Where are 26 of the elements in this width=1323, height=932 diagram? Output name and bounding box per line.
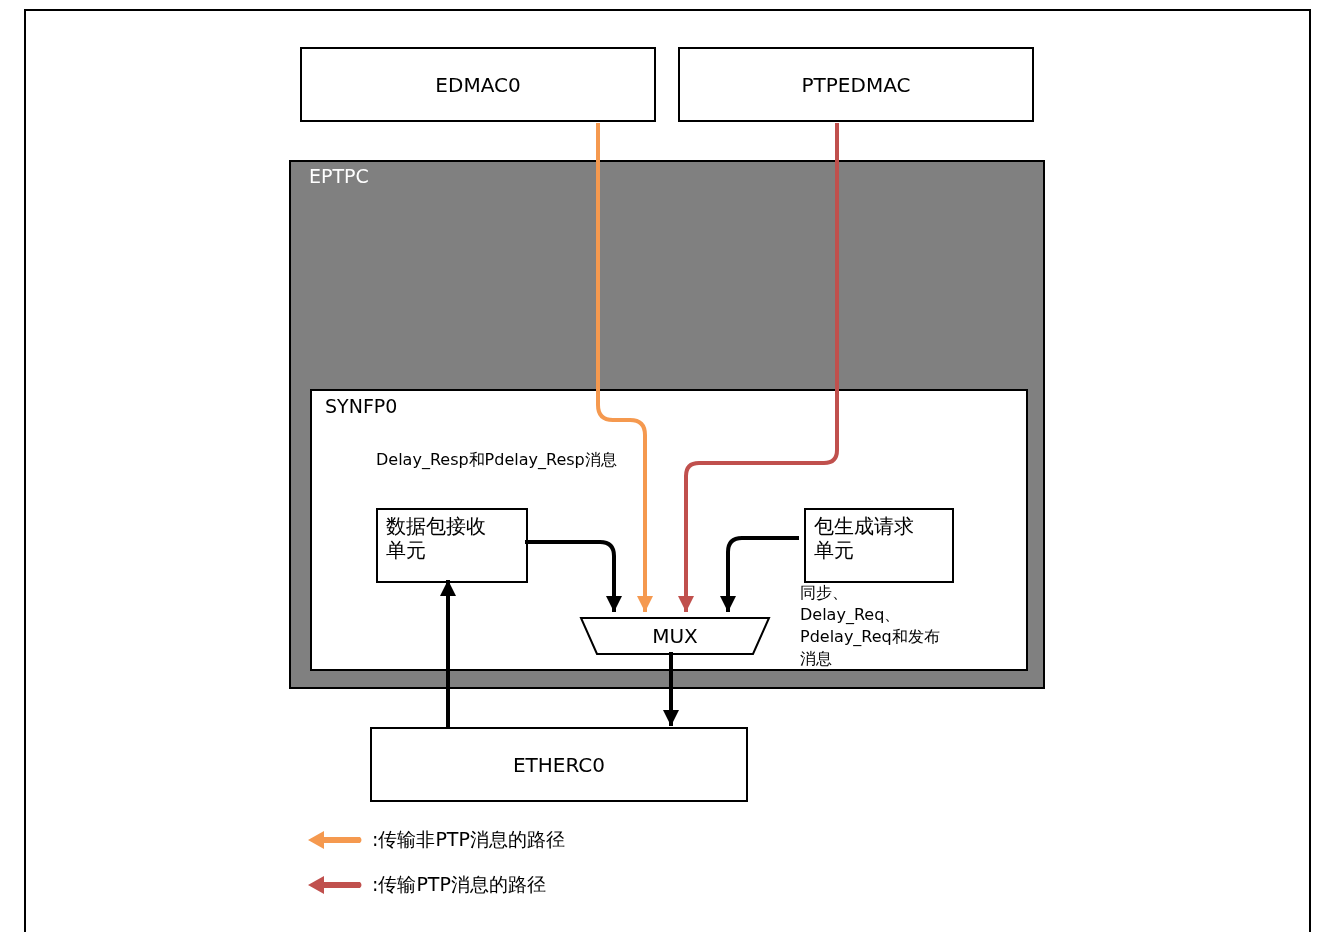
mux-label: MUX [652, 624, 698, 648]
arrow [720, 536, 799, 612]
legend-text: :传输非PTP消息的路径 [372, 827, 565, 852]
module-name: ETHERC0 [512, 752, 606, 777]
module-name: EDMAC0 [435, 72, 521, 97]
legend-text: :传输PTP消息的路径 [372, 872, 546, 897]
module-box [370, 727, 748, 802]
module-panel [289, 160, 1045, 689]
unit-name: 数据包接收单元 [386, 514, 487, 562]
arrow [596, 123, 653, 612]
mux-trapezoid [581, 617, 769, 655]
module-box [678, 47, 1034, 122]
arrow [440, 580, 456, 727]
arrow [678, 123, 839, 612]
panel-title: SYNFP0 [325, 395, 398, 417]
module-panel [310, 389, 1028, 671]
arrow [663, 652, 679, 726]
unit-name: 包生成请求单元 [814, 514, 915, 562]
message-note: 同步、Delay_Req、Pdelay_Req和发布消息 [800, 582, 941, 670]
unit-box [376, 508, 528, 583]
module-box [300, 47, 656, 122]
arrow [525, 540, 622, 612]
message-label: Delay_Resp和Pdelay_Resp消息 [376, 450, 617, 471]
unit-box [804, 508, 954, 583]
module-name: PTPEDMAC [801, 72, 911, 97]
panel-title: EPTPC [309, 165, 369, 187]
